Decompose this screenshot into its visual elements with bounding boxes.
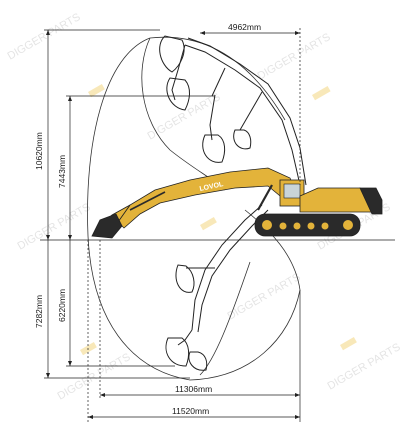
bucket-low-2 (188, 351, 208, 371)
excavator-machine: LOVOL (91, 167, 383, 239)
bucket-low-1 (165, 337, 190, 367)
arrow (46, 373, 50, 378)
watermark-text: DIGGER PARTS (6, 11, 83, 62)
watermark-mark (312, 86, 331, 101)
boom-outline-high (184, 44, 301, 186)
boom-outline-low (191, 204, 263, 331)
outer-reach-arc (87, 37, 301, 381)
bucket-low-3 (175, 264, 195, 293)
bucket-mid-2 (233, 129, 252, 150)
dim-label-reach-ground: 11306mm (175, 384, 212, 394)
stick-cylinder (129, 191, 166, 211)
watermark-mark (199, 217, 217, 231)
track-roller (343, 220, 353, 230)
counterweight (359, 187, 383, 215)
dim-label-max-height: 10620mm (34, 132, 44, 170)
watermark-mark (80, 342, 97, 356)
bucket (91, 213, 123, 239)
bucket-high-2 (166, 77, 190, 111)
boom-cylinder (257, 184, 273, 211)
watermark-mark (87, 84, 105, 98)
arrow (295, 415, 300, 419)
track-rollers (262, 220, 353, 230)
track-roller (307, 222, 315, 230)
inner-lower-arc (244, 209, 301, 291)
bucket-high-1 (159, 35, 185, 73)
dim-label-reach-top: 4962mm (228, 22, 261, 32)
track-roller (293, 222, 301, 230)
arrow (68, 361, 72, 366)
watermark-text: DIGGER PARTS (256, 31, 333, 82)
watermark-text: DIGGER PARTS (226, 271, 303, 322)
track-roller (262, 220, 272, 230)
arrow (68, 235, 72, 240)
arrow (88, 415, 93, 419)
stick-link (211, 67, 226, 97)
working-range-envelope (87, 36, 301, 381)
arrow (295, 31, 300, 35)
arrow (200, 31, 205, 35)
arrow (295, 393, 300, 397)
dim-label-max-depth: 7282mm (34, 295, 44, 328)
dim-label-dig-depth: 6220mm (57, 289, 67, 322)
dim-label-dump-height: 7443mm (57, 155, 67, 188)
arrow (46, 235, 50, 240)
bucket-mid (202, 134, 226, 163)
dimension-lines (44, 28, 301, 422)
stick-outline-high (171, 44, 186, 101)
dim-label-max-reach: 11520mm (172, 406, 209, 416)
watermark-text: DIGGER PARTS (16, 201, 93, 252)
track-assembly (254, 213, 361, 237)
arrow (46, 30, 50, 35)
arm-position-high (159, 35, 307, 186)
arrow (100, 393, 105, 397)
watermark-text: DIGGER PARTS (326, 341, 400, 392)
arm-position-low (165, 204, 269, 371)
arrow (68, 96, 72, 101)
track-roller (321, 222, 329, 230)
dimension-arrows (46, 30, 300, 419)
watermark-mark (339, 337, 357, 351)
stick-outline-low (177, 329, 193, 346)
stick-link-2 (239, 91, 263, 131)
cab-window (283, 183, 301, 199)
lower-inner-arc (199, 261, 251, 376)
track-roller (279, 222, 287, 230)
